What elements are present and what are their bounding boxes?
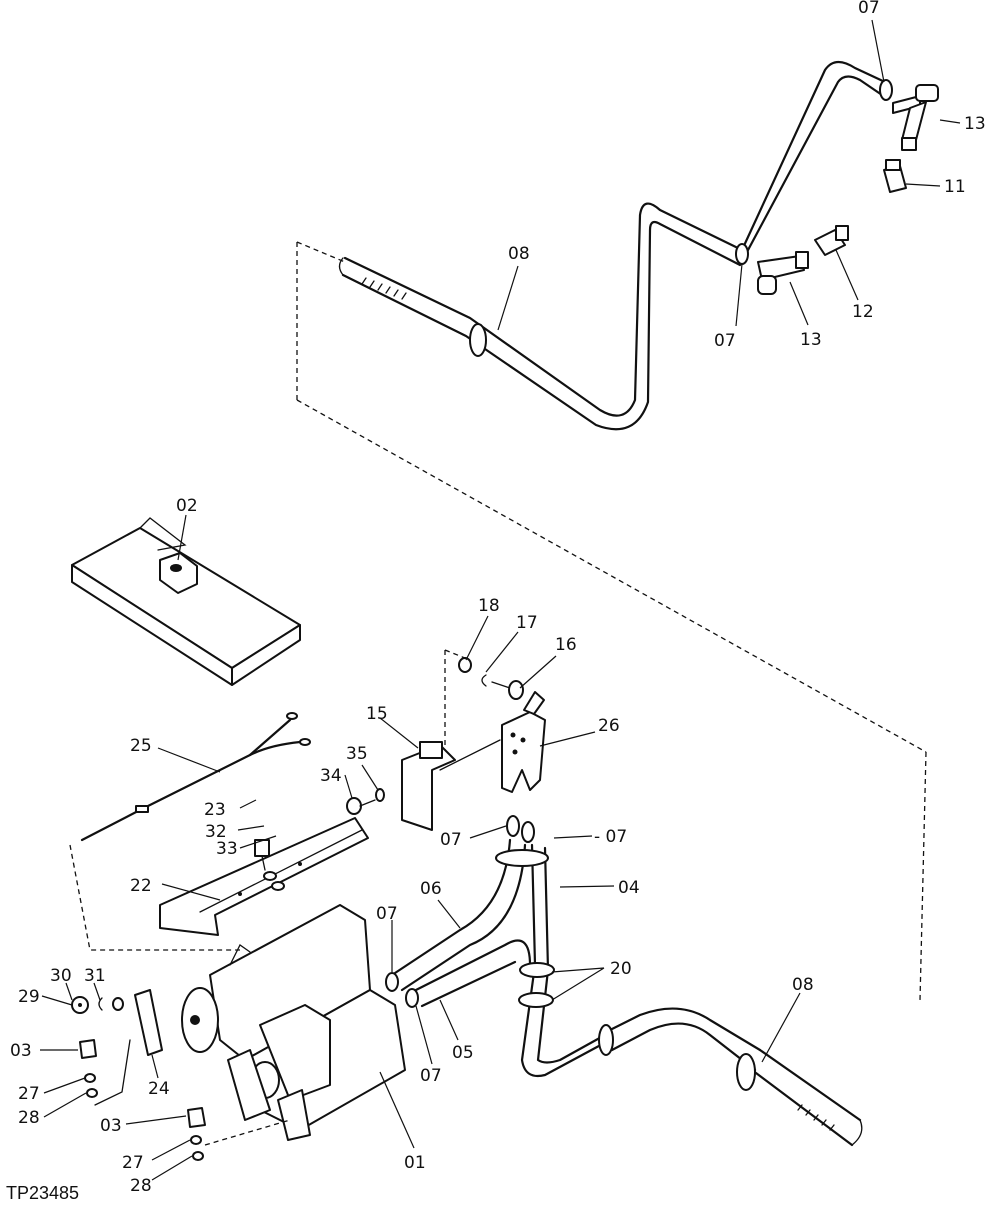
callout-13-mid: 13: [800, 330, 822, 350]
union-fitting: [814, 225, 849, 256]
tee-fitting-top: [892, 84, 939, 151]
callout-05: 05: [452, 1043, 474, 1063]
callout-26: 26: [598, 716, 620, 736]
washer-35: [375, 788, 385, 802]
callout-08-top: 08: [508, 244, 530, 264]
washer-31: [112, 997, 124, 1011]
callout-29: 29: [18, 987, 40, 1007]
callout-23: 23: [204, 800, 226, 820]
valve-bracket-group: [346, 649, 546, 831]
callout-07-hose-right: - 07: [594, 827, 627, 847]
callout-03-left: 03: [10, 1041, 32, 1061]
callout-03-bottom: 03: [100, 1116, 122, 1136]
lock-washer-30: [98, 997, 103, 1011]
callout-30: 30: [50, 966, 72, 986]
washer-32: [263, 871, 277, 881]
callout-02: 02: [176, 496, 198, 516]
callout-18: 18: [478, 596, 500, 616]
hose-end-upper: [385, 972, 399, 992]
callout-07-top: 07: [858, 0, 880, 18]
hose-clamp-upper: [495, 849, 549, 867]
bolt-03-left: [79, 1039, 97, 1059]
callout-27-bottom: 27: [122, 1153, 144, 1173]
callout-13-top: 13: [964, 114, 986, 134]
strap-24: [134, 989, 163, 1056]
tee-fitting-mid: [757, 251, 809, 295]
callout-12: 12: [852, 302, 874, 322]
callout-34: 34: [320, 766, 342, 786]
callout-28-left: 28: [18, 1108, 40, 1128]
washer-28-bottom: [192, 1151, 204, 1161]
callout-17: 17: [516, 613, 538, 633]
callout-33: 33: [216, 839, 238, 859]
upper-pipe-assembly: [296, 60, 939, 1001]
callout-31: 31: [84, 966, 106, 986]
screw-34: [346, 797, 376, 815]
lock-washer-17: [481, 674, 487, 687]
washer-28-left: [86, 1088, 98, 1098]
callout-01: 01: [404, 1153, 426, 1173]
callout-24: 24: [148, 1079, 170, 1099]
control-block: [71, 517, 301, 686]
control-valve-knob: [159, 552, 198, 594]
clamp-20-lower: [518, 992, 554, 1008]
callout-22: 22: [130, 876, 152, 896]
adapter-fitting: [883, 159, 907, 193]
washer-27-left: [84, 1073, 96, 1083]
nut-29: [71, 996, 89, 1014]
bolt-03-bottom: [187, 1107, 206, 1128]
callout-06: 06: [420, 879, 442, 899]
callout-27-left: 27: [18, 1084, 40, 1104]
washer-33: [271, 881, 285, 891]
washer-18: [458, 657, 472, 673]
motor-assembly: [181, 904, 406, 1141]
callout-16: 16: [555, 635, 577, 655]
leader-lines: [40, 19, 961, 1181]
callout-25: 25: [130, 736, 152, 756]
callout-32: 32: [205, 822, 227, 842]
callout-labels: 07 13 11 08 12 07 13 02 18 17 16 15 26 2…: [10, 0, 986, 1196]
figure-reference-code: TP23485: [6, 1183, 79, 1203]
hose-clamp-top: [879, 79, 893, 101]
pipe-hatching-top: [361, 277, 407, 300]
callout-28-bottom: 28: [130, 1176, 152, 1196]
callout-04: 04: [618, 878, 640, 898]
washer-27-bottom: [190, 1135, 202, 1145]
callout-11: 11: [944, 177, 966, 197]
clamp-20-upper: [519, 962, 555, 978]
pipe-clamp-lower: [736, 1053, 756, 1091]
callout-20: 20: [610, 959, 632, 979]
hose-clamp-mid: [735, 243, 749, 265]
callout-15: 15: [366, 704, 388, 724]
hose-end-lower: [405, 988, 419, 1008]
bolt-23: [254, 839, 270, 871]
callout-08-bottom: 08: [792, 975, 814, 995]
callout-07-bottom: 07: [420, 1066, 442, 1086]
lower-hose-assembly: [385, 815, 863, 1147]
clamp-bracket-26: [501, 711, 546, 793]
wire-harness: [69, 712, 311, 951]
callout-35: 35: [346, 744, 368, 764]
callout-07-mid: 07: [714, 331, 736, 351]
pipe-clamp-upper: [469, 323, 487, 357]
bolt-16: [491, 680, 524, 700]
callout-07-hose-left: 07: [440, 830, 462, 850]
callout-07-low-left: 07: [376, 904, 398, 924]
